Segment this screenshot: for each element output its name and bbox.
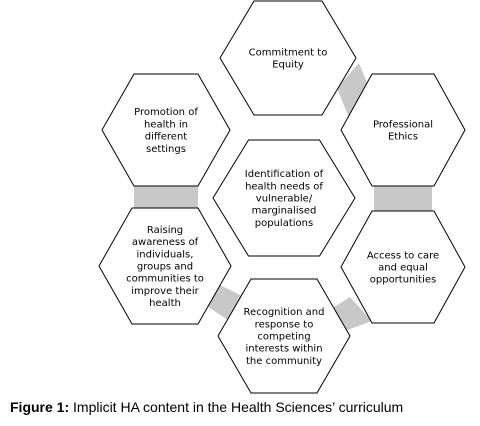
- caption-lead: Figure 1:: [10, 399, 70, 415]
- hexagon-label-line: Access to care: [367, 250, 439, 261]
- hexagon-label-line: and equal: [378, 263, 428, 274]
- figure-caption: Figure 1: Implicit HA content in the Hea…: [10, 399, 403, 415]
- hexagon-shape: [217, 278, 351, 394]
- hexagon-label-line: the community: [246, 356, 322, 367]
- hexagon-label-line: populations: [255, 218, 313, 229]
- connector-raising-promotion: [134, 186, 198, 208]
- hexagon-commitment-to-equity: Commitment to Equity: [219, 0, 357, 116]
- hexagon-label-line: vulnerable/: [256, 194, 313, 205]
- hexagon-label-line: health in: [144, 119, 188, 130]
- hexagon-label-line: Ethics: [388, 132, 418, 143]
- hexagon-shape: [98, 207, 232, 325]
- hexagon-diagram: Commitment to EquityProfessionalEthicsAcc…: [98, 0, 466, 394]
- hexagon-shape: [340, 73, 466, 187]
- hexagon-label-line: awareness of: [132, 237, 199, 248]
- hexagon-label-line: Professional: [373, 119, 433, 130]
- hexagon-label-line: marginalised: [252, 206, 317, 217]
- hexagons: Commitment to EquityProfessionalEthicsAcc…: [98, 0, 466, 394]
- hexagon-shape: [212, 139, 356, 257]
- hexagon-label-line: individuals,: [137, 249, 194, 260]
- hexagon-shape: [219, 0, 357, 116]
- hexagon-label-line: Raising: [147, 225, 183, 236]
- caption-text: Implicit HA content in the Health Scienc…: [69, 399, 404, 415]
- hexagon-label-line: health: [149, 298, 181, 309]
- hexagon-label-line: Commitment to: [249, 47, 328, 58]
- hexagon-label-line: communities to: [126, 274, 204, 285]
- hexagon-label-line: response to: [255, 319, 314, 330]
- hexagon-label-line: different: [145, 132, 188, 143]
- hexagon-shape: [101, 73, 231, 187]
- hexagon-label-line: Recognition and: [244, 307, 325, 318]
- hexagon-label-line: Identification of: [245, 169, 324, 180]
- hexagon-label-line: Equity: [272, 60, 304, 71]
- hexagon-label-line: Promotion of: [134, 107, 198, 118]
- hexagon-label-line: improve their: [131, 286, 199, 297]
- hexagon-label-line: settings: [146, 144, 186, 155]
- hexagon-label-line: opportunities: [370, 275, 436, 286]
- hexagon-shape: [340, 210, 466, 324]
- hexagon-label-line: interests within: [245, 344, 322, 355]
- connector-ethics-access: [374, 186, 432, 211]
- hexagon-label-line: groups and: [137, 262, 193, 273]
- hexagon-label-line: health needs of: [245, 181, 323, 192]
- hexagon-label-line: competing: [257, 332, 310, 343]
